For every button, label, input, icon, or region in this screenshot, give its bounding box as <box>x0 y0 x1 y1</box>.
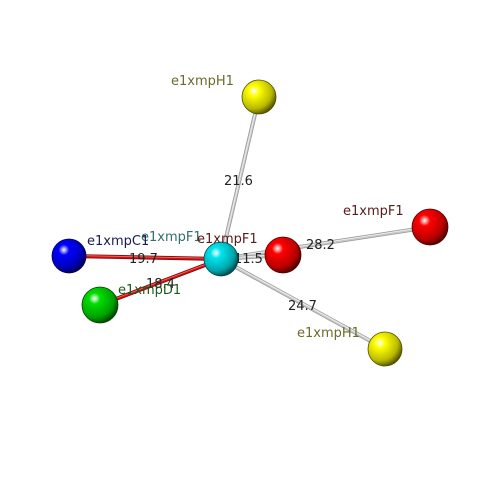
atom-h-sphere <box>367 331 403 367</box>
atom-h-sphere <box>241 79 277 115</box>
bond-highlight-F1_center-H1_top <box>220 96 260 259</box>
bond-F1_center-D1 <box>98 257 223 307</box>
atom-f-sphere <box>203 241 239 277</box>
distance-label: 18.4 <box>146 277 175 292</box>
atom-f-sphere <box>264 236 302 274</box>
distance-label: 19.7 <box>129 252 158 267</box>
distance-label: 28.2 <box>306 238 335 253</box>
bond-F1_center-C1 <box>67 254 223 261</box>
bond-highlight-F1_center-H1_bottom <box>220 257 386 349</box>
atom-label: e1xmpD1 <box>118 283 181 298</box>
distance-label: 21.6 <box>224 174 253 189</box>
bond-highlight-F1_center-D1 <box>99 257 222 305</box>
atom-label: e1xmpH1 <box>171 74 234 89</box>
atom-labels-layer: e1xmpF1e1xmpH1e1xmpF1e1xmpF1e1xmpC1e1xmp… <box>87 74 404 341</box>
atoms-layer <box>51 79 449 367</box>
atom-label: e1xmpF1 <box>343 204 404 219</box>
atom-d-sphere <box>81 286 119 324</box>
atom-label: e1xmpF1 <box>197 232 258 247</box>
distance-label: 24.7 <box>288 299 317 314</box>
bond-F1_center-H1_bottom <box>219 257 387 351</box>
distance-labels-layer: 21.6 28.2 11.5 19.7 18.4 24.7 <box>129 174 335 314</box>
atom-c-sphere <box>51 238 87 274</box>
atom-label: e1xmpF1 <box>141 230 202 245</box>
bonds-layer <box>67 95 432 351</box>
distance-label: 11.5 <box>234 252 263 267</box>
atom-label: e1xmpH1 <box>297 326 360 341</box>
bond-F1_center-F1_right <box>219 225 432 261</box>
bond-highlight-F1_center-C1 <box>68 254 222 259</box>
atom-label: e1xmpC1 <box>87 234 149 249</box>
bond-highlight-F1_center-F1_right <box>220 225 431 259</box>
atom-f-sphere <box>411 208 449 246</box>
